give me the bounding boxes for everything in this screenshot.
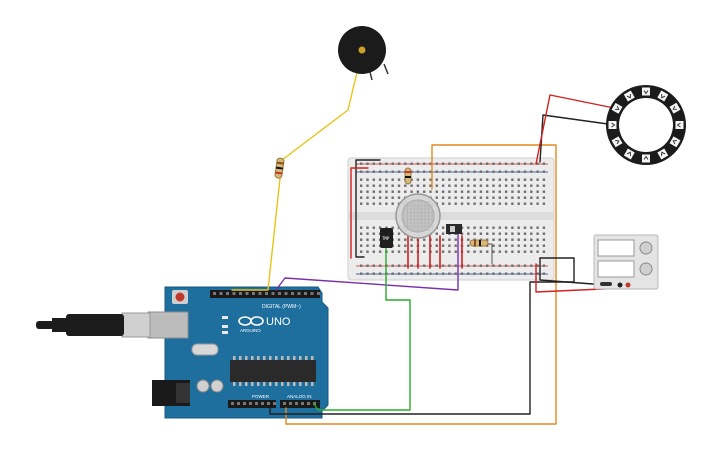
- brand-text: ARDUINO: [240, 328, 261, 333]
- slide-switch[interactable]: [446, 224, 462, 234]
- digital-label: DIGITAL (PWM~): [262, 304, 301, 310]
- wire-black-psu[interactable]: [539, 257, 607, 286]
- current-display: [597, 260, 635, 278]
- capacitor-2: [210, 379, 224, 393]
- gas-sensor[interactable]: [395, 193, 441, 239]
- piezo-buzzer[interactable]: [338, 26, 389, 81]
- wire-yellow[interactable]: [231, 67, 359, 291]
- voltage-display: [597, 239, 635, 257]
- wire-red-rail[interactable]: [350, 167, 369, 259]
- digital-pins: [213, 292, 320, 295]
- atmega-chip: [230, 360, 316, 382]
- analog-header[interactable]: [280, 400, 320, 408]
- power-label: POWER: [252, 394, 270, 399]
- uno-logo-text: UNO: [266, 316, 291, 328]
- led-tx: [222, 325, 228, 328]
- reset-button-cap[interactable]: [175, 292, 185, 302]
- resistor-top[interactable]: [404, 167, 412, 185]
- wire-orange[interactable]: [285, 144, 557, 425]
- wire-black-bottom[interactable]: [269, 257, 575, 415]
- analog-label: ANALOG IN: [287, 394, 312, 399]
- wire-black-left[interactable]: [355, 159, 381, 258]
- voltage-knob[interactable]: [639, 241, 653, 255]
- power-toggle[interactable]: [600, 282, 612, 286]
- wire-black-ring[interactable]: [539, 114, 616, 163]
- crystal: [191, 343, 219, 356]
- usb-port[interactable]: [147, 311, 189, 339]
- led-ring[interactable]: [606, 85, 686, 165]
- wire-green[interactable]: [313, 245, 411, 411]
- arduino-logo: ARDUINO: [238, 316, 264, 333]
- capacitor-1: [196, 379, 210, 393]
- chip-pins: [233, 356, 314, 386]
- svg-text:TMP: TMP: [382, 236, 390, 241]
- wire-purple[interactable]: [275, 231, 459, 291]
- temperature-sensor[interactable]: TMP: [380, 228, 393, 248]
- bottom-pins: [231, 402, 316, 405]
- resistor-right[interactable]: [469, 239, 489, 247]
- resistor-buzzer[interactable]: [274, 157, 285, 179]
- led-rx: [222, 331, 228, 334]
- led-l: [222, 316, 228, 319]
- usb-cable[interactable]: [36, 312, 151, 338]
- terminal-negative[interactable]: [617, 282, 623, 288]
- breadboard-holes: [360, 162, 546, 275]
- current-knob[interactable]: [639, 262, 653, 276]
- breadboard[interactable]: [347, 157, 555, 281]
- ring-leds: [608, 87, 684, 163]
- wires: [231, 67, 625, 425]
- sensor-mesh: [403, 201, 433, 231]
- power-supply[interactable]: [593, 234, 659, 290]
- arduino-uno-board[interactable]: DIGITAL (PWM~) ARDUINO UNO POWER ANALOG …: [147, 286, 329, 419]
- buzzer-hole: [358, 46, 366, 54]
- wire-red-ring[interactable]: [535, 94, 615, 165]
- terminal-positive[interactable]: [625, 282, 631, 288]
